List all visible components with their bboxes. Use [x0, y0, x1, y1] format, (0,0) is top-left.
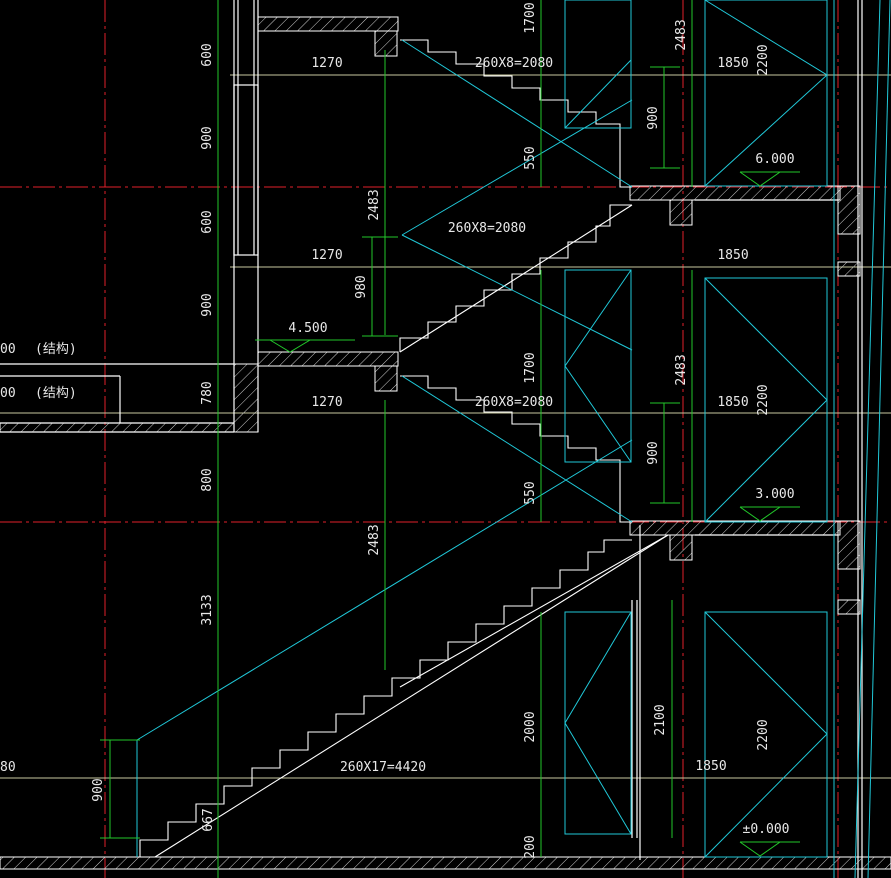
- landing-widths: 1270 1270 1270: [311, 56, 342, 410]
- dim-label: 2483: [367, 524, 382, 555]
- dim-label: 900: [646, 441, 661, 464]
- dim-label: 2200: [756, 719, 771, 750]
- elevation-label: 6.000: [755, 152, 794, 167]
- structure-label: (结构): [35, 386, 77, 401]
- landing-width-label: 1270: [311, 395, 342, 410]
- vertical-dimension-labels: 1700 2483 550 2483 980 1700 2483 550 900…: [354, 2, 771, 858]
- dim-label: 2200: [756, 384, 771, 415]
- landing-width-label: 1270: [311, 56, 342, 71]
- dim-label: 2483: [367, 189, 382, 220]
- right-width-label: 1850: [717, 56, 748, 71]
- dim-label: 600: [200, 210, 215, 233]
- dim-label: 980: [354, 275, 369, 298]
- left-partial-dim: 80: [0, 760, 16, 775]
- window-lines: [136, 0, 891, 878]
- dim-label: 2100: [653, 704, 668, 735]
- flight-label-mid: 260X8=2080: [448, 221, 526, 236]
- structure-labels: 00 (结构) 00 (结构) 80: [0, 342, 77, 775]
- dim-label: 667: [201, 808, 216, 831]
- flight-label-ground: 260X17=4420: [340, 760, 426, 775]
- structure-prefix: 00: [0, 342, 16, 357]
- dim-label: 2000: [523, 711, 538, 742]
- elevation-label: ±0.000: [743, 822, 790, 837]
- dim-label: 780: [200, 381, 215, 404]
- walls: [0, 0, 863, 878]
- elevation-label: 3.000: [755, 487, 794, 502]
- structure-prefix: 00: [0, 386, 16, 401]
- stair-flights: [139, 39, 669, 858]
- elevation-values: 6.000 4.500 3.000 ±0.000: [288, 152, 794, 837]
- right-width-label: 1850: [695, 759, 726, 774]
- dim-label: 550: [523, 146, 538, 169]
- dim-label: 3133: [200, 594, 215, 625]
- flight-label-lower: 260X8=2080: [475, 395, 553, 410]
- dim-label: 550: [523, 481, 538, 504]
- left-dimension-labels: 600 900 600 900 780 800 3133 900 667: [91, 43, 216, 831]
- right-widths: 1850 1850 1850 1850: [695, 56, 748, 774]
- elevation-lines: [0, 74, 891, 779]
- dim-label: 2483: [674, 354, 689, 385]
- dim-label: 900: [200, 293, 215, 316]
- dim-label: 2483: [674, 19, 689, 50]
- dim-label: 900: [91, 778, 106, 801]
- structure-label: (结构): [35, 342, 77, 357]
- dim-label: 200: [523, 835, 538, 858]
- dimension-lines: [100, 0, 800, 878]
- dim-label: 1700: [523, 2, 538, 33]
- dim-label: 600: [200, 43, 215, 66]
- elevation-label: 4.500: [288, 321, 327, 336]
- stair-labels: 260X8=2080 260X8=2080 260X8=2080 260X17=…: [340, 56, 553, 775]
- right-width-label: 1850: [717, 248, 748, 263]
- dim-label: 1700: [523, 352, 538, 383]
- right-width-label: 1850: [717, 395, 748, 410]
- hatched-slabs: [0, 16, 891, 870]
- landing-width-label: 1270: [311, 248, 342, 263]
- dim-label: 2200: [756, 44, 771, 75]
- flight-label-top: 260X8=2080: [475, 56, 553, 71]
- dim-label: 900: [646, 106, 661, 129]
- dim-label: 800: [200, 468, 215, 491]
- dim-label: 900: [200, 126, 215, 149]
